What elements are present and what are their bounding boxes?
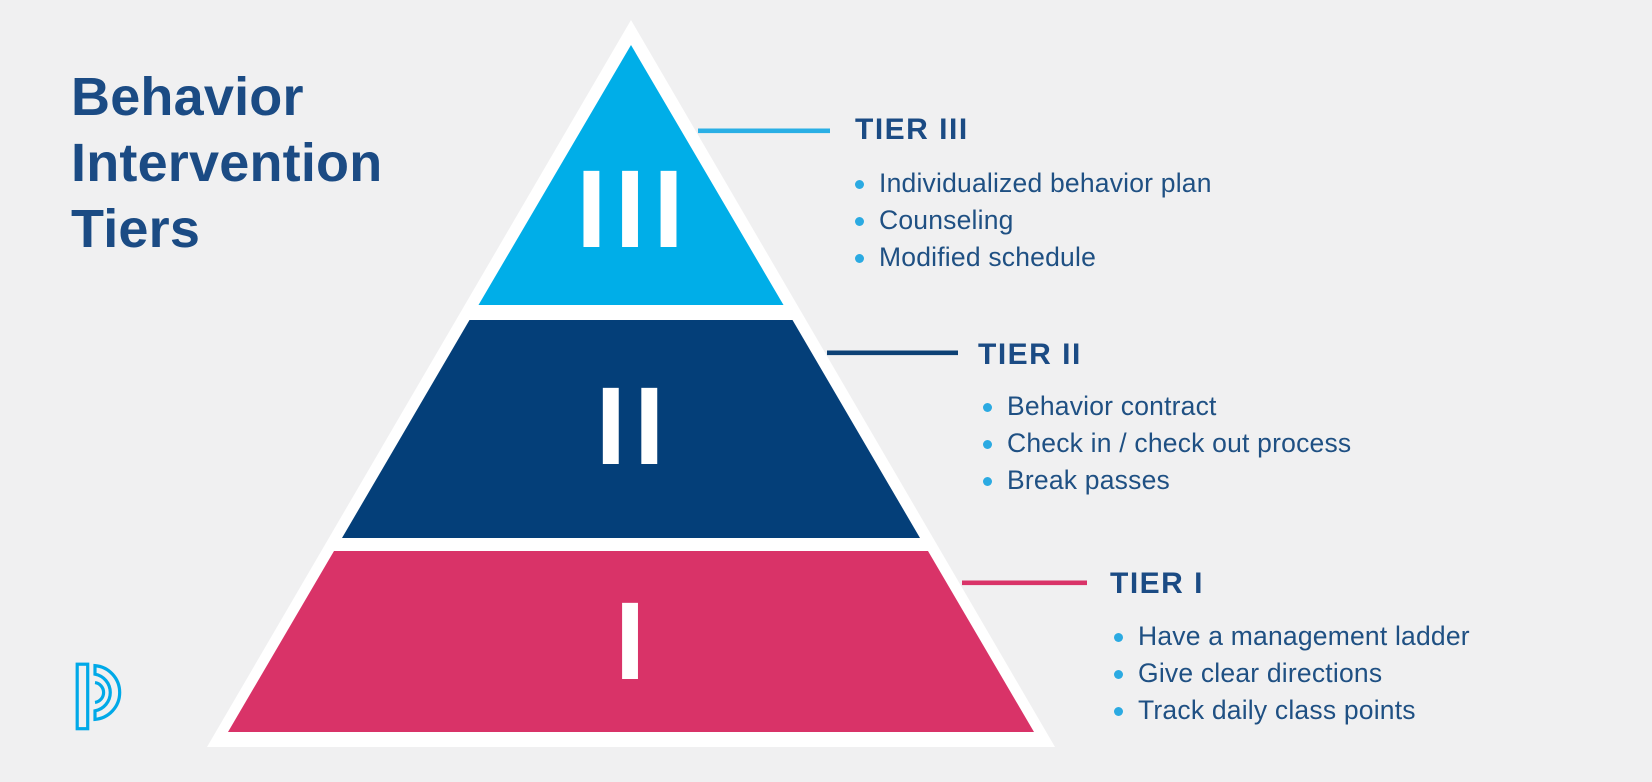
tier-2-shape <box>342 320 920 538</box>
list-item-text: Check in / check out process <box>1007 428 1352 458</box>
tier-1-numeral: I <box>614 580 654 703</box>
list-item: Behavior contract <box>983 388 1351 425</box>
list-item-text: Give clear directions <box>1138 658 1383 688</box>
list-item-text: Modified schedule <box>879 242 1097 272</box>
tier-1-connector-line <box>962 580 1087 586</box>
logo-bar <box>75 662 90 731</box>
list-item-text: Break passes <box>1007 465 1170 495</box>
list-item-text: Behavior contract <box>1007 391 1217 421</box>
powerschool-logo-icon <box>75 662 122 731</box>
page-title: Behavior Intervention Tiers <box>71 67 383 259</box>
bullet-dot-icon <box>855 217 864 226</box>
bullet-dot-icon <box>983 440 992 449</box>
list-item: Check in / check out process <box>983 425 1351 462</box>
tier-3-shape <box>478 45 784 305</box>
tier-3-numeral: III <box>576 148 692 271</box>
bullet-dot-icon <box>1114 707 1123 716</box>
logo-bowl <box>93 663 122 722</box>
list-item: Modified schedule <box>855 239 1212 276</box>
bullet-dot-icon <box>983 477 992 486</box>
tier-1-label: TIER I <box>1110 567 1205 600</box>
bullet-dot-icon <box>1114 633 1123 642</box>
list-item: Break passes <box>983 462 1351 499</box>
tier-1-shape <box>228 551 1034 732</box>
bullet-dot-icon <box>855 254 864 263</box>
list-item-text: Counseling <box>879 205 1014 235</box>
tier-2-bullet-list: Behavior contract Check in / check out p… <box>983 388 1351 499</box>
list-item-text: Have a management ladder <box>1138 621 1470 651</box>
list-item-text: Individualized behavior plan <box>879 168 1212 198</box>
list-item: Individualized behavior plan <box>855 165 1212 202</box>
tier-3-bullet-list: Individualized behavior plan Counseling … <box>855 165 1212 276</box>
tier-1-bullet-list: Have a management ladder Give clear dire… <box>1114 618 1470 729</box>
list-item-text: Track daily class points <box>1138 695 1416 725</box>
tier-3-label: TIER III <box>855 113 969 146</box>
bullet-dot-icon <box>1114 670 1123 679</box>
tier-3-connector-line <box>698 128 830 134</box>
bullet-dot-icon <box>855 180 864 189</box>
list-item: Counseling <box>855 202 1212 239</box>
list-item: Track daily class points <box>1114 692 1470 729</box>
logo-bowl-counter <box>94 681 106 704</box>
bullet-dot-icon <box>983 403 992 412</box>
tier-2-numeral: II <box>595 365 673 488</box>
list-item: Give clear directions <box>1114 655 1470 692</box>
tier-2-connector-line <box>827 350 958 356</box>
list-item: Have a management ladder <box>1114 618 1470 655</box>
tier-2-label: TIER II <box>978 338 1082 371</box>
